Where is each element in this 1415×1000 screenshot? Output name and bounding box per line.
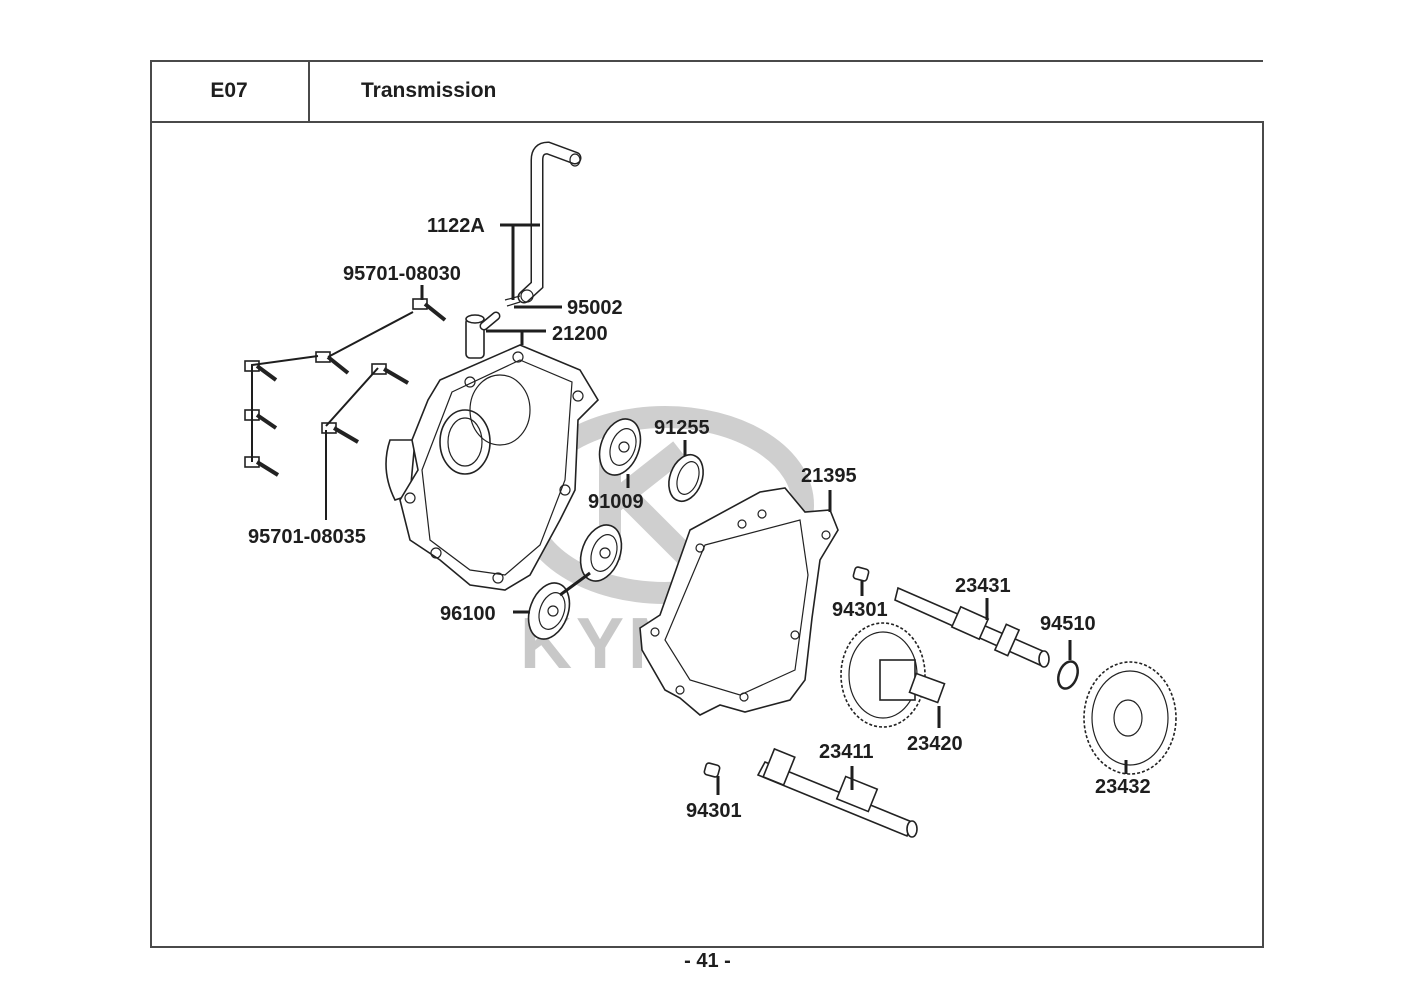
dowel-pin-lower-part (703, 762, 721, 778)
part-label: 91255 (654, 417, 710, 439)
leader-95701-08035 (325, 367, 379, 520)
part-label: 23431 (955, 575, 1011, 597)
page-number: - 41 - (684, 950, 731, 972)
part-label: 94301 (832, 599, 888, 621)
part-label: 1122A (427, 215, 485, 237)
leader-96100 (513, 571, 591, 614)
diagram-frame (150, 121, 1264, 948)
part-labels: 1122A 95002 21200 95701-08030 95701-0803… (248, 215, 1151, 822)
drive-shaft-part (756, 747, 918, 838)
header-frame (150, 60, 1263, 122)
bolt (371, 363, 410, 385)
bearing-91009-part (598, 418, 642, 476)
case-fitting-part (465, 311, 501, 359)
part-label: 21395 (801, 465, 857, 487)
part-label: 23432 (1095, 776, 1151, 798)
circlip-part (1057, 660, 1079, 690)
part-label: 21200 (552, 323, 608, 345)
oil-seal-91255-part (668, 453, 704, 503)
leader-95701-08030 (251, 311, 414, 462)
countershaft-part (894, 586, 1050, 668)
part-label: 23420 (907, 733, 963, 755)
breather-tube-part (517, 141, 582, 304)
section-code: E07 (150, 60, 310, 122)
dowel-pin-upper-part (852, 566, 870, 582)
final-gear-part (1083, 661, 1177, 775)
bolt (244, 409, 278, 430)
section-title: Transmission (361, 79, 497, 102)
bolt (244, 456, 280, 477)
part-label: 91009 (588, 491, 644, 513)
leader-21200 (486, 329, 546, 345)
transmission-case-part (385, 344, 600, 591)
counter-gear-part (840, 622, 946, 728)
bearing-96100-upper-part (579, 524, 623, 582)
leader-lines (251, 223, 1128, 795)
gasket-part (639, 487, 839, 716)
part-label: 95701-08035 (248, 526, 366, 548)
part-label: 96100 (440, 603, 496, 625)
part-label: 94510 (1040, 613, 1096, 635)
bearing-96100-lower-part (527, 582, 571, 640)
leader-1122A (500, 223, 540, 300)
part-label: 95701-08030 (343, 263, 461, 285)
part-label: 23411 (819, 741, 874, 763)
bolt (412, 298, 447, 322)
part-label: 95002 (567, 297, 623, 319)
part-label: 94301 (686, 800, 742, 822)
